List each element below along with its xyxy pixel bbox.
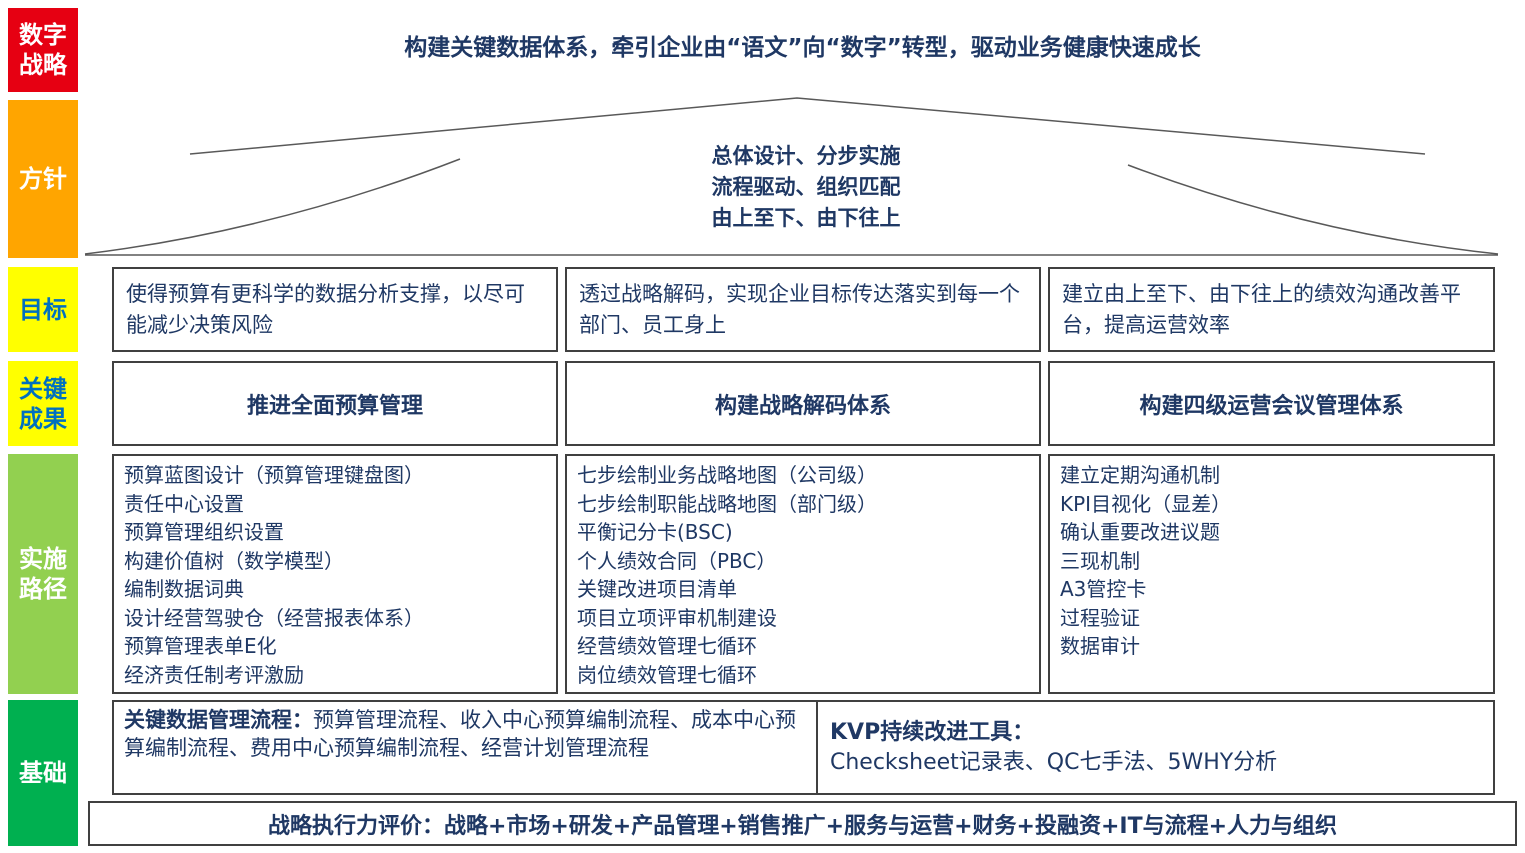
goal-box-performance: 建立由上至下、由下往上的绩效沟通改善平台，提高运营效率 <box>1048 267 1495 352</box>
row-label-goals: 目标 <box>8 267 78 352</box>
implementation-item: 确认重要改进议题 <box>1060 520 1220 544</box>
implementation-item: 经济责任制考评激励 <box>124 662 304 687</box>
implementation-item: 数据审计 <box>1060 634 1140 658</box>
implementation-item: 过程验证 <box>1060 605 1140 630</box>
implementation-item: 构建价值树（数学模型） <box>124 548 344 573</box>
key-result-box-budget: 推进全面预算管理 <box>112 361 558 446</box>
implementation-item: 预算管理表单E化 <box>124 634 277 658</box>
foundation-box-title: KVP持续改进工具： <box>830 719 1035 745</box>
implementation-item: 平衡记分卡(BSC) <box>577 520 733 544</box>
row-label-implementation: 实施路径 <box>8 454 78 694</box>
foundation-box-kvp-tools: KVP持续改进工具： Checksheet记录表、QC七手法、5WHY分析 <box>816 700 1495 795</box>
row-label-digital-strategy: 数字战略 <box>8 8 78 92</box>
implementation-item: 岗位绩效管理七循环 <box>577 662 757 687</box>
implementation-item: A3管控卡 <box>1060 577 1147 601</box>
foundation-box-body: Checksheet记录表、QC七手法、5WHY分析 <box>830 749 1278 775</box>
goal-text: 透过战略解码，实现企业目标传达落实到每一个部门、员工身上 <box>579 282 1020 337</box>
policy-statement: 总体设计、分步实施 流程驱动、组织匹配 由上至下、由下往上 <box>560 141 1052 234</box>
implementation-item: 预算蓝图设计（预算管理键盘图） <box>124 463 424 487</box>
strategy-execution-evaluation-bar: 战略执行力评价：战略+市场+研发+产品管理+销售推广+服务与运营+财务+投融资+… <box>88 801 1517 846</box>
implementation-item: 建立定期沟通机制 <box>1060 463 1220 487</box>
goal-text: 使得预算有更科学的数据分析支撑，以尽可能减少决策风险 <box>126 282 525 337</box>
implementation-item: KPI目视化（显差） <box>1060 491 1232 516</box>
implementation-column-budget: 预算蓝图设计（预算管理键盘图） 责任中心设置 预算管理组织设置 构建价值树（数学… <box>112 454 558 694</box>
implementation-item: 责任中心设置 <box>124 491 244 516</box>
page-title: 构建关键数据体系，牵引企业由“语文”向“数字”转型，驱动业务健康快速成长 <box>404 35 1201 61</box>
foundation-box-data-processes: 关键数据管理流程：预算管理流程、收入中心预算编制流程、成本中心预算编制流程、费用… <box>112 700 818 795</box>
policy-line: 流程驱动、组织匹配 <box>711 175 901 199</box>
implementation-column-operations: 建立定期沟通机制 KPI目视化（显差） 确认重要改进议题 三现机制 A3管控卡 … <box>1048 454 1495 694</box>
implementation-item: 三现机制 <box>1060 548 1140 573</box>
implementation-item: 七步绘制职能战略地图（部门级） <box>577 491 877 516</box>
implementation-item: 编制数据词典 <box>124 577 244 601</box>
goal-text: 建立由上至下、由下往上的绩效沟通改善平台，提高运营效率 <box>1062 282 1461 337</box>
row-label-key-results: 关键成果 <box>8 361 78 446</box>
policy-line: 由上至下、由下往上 <box>711 206 901 230</box>
implementation-item: 七步绘制业务战略地图（公司级） <box>577 463 877 487</box>
policy-arrow-shape <box>84 97 1499 256</box>
implementation-column-strategy-decoding: 七步绘制业务战略地图（公司级） 七步绘制职能战略地图（部门级） 平衡记分卡(BS… <box>565 454 1041 694</box>
implementation-item: 经营绩效管理七循环 <box>577 634 757 658</box>
foundation-box-title: 关键数据管理流程： <box>124 708 313 732</box>
goal-box-budget: 使得预算有更科学的数据分析支撑，以尽可能减少决策风险 <box>112 267 558 352</box>
implementation-item: 设计经营驾驶仓（经营报表体系） <box>124 605 424 630</box>
implementation-item: 预算管理组织设置 <box>124 520 284 544</box>
key-result-box-decoding: 构建战略解码体系 <box>565 361 1041 446</box>
implementation-item: 关键改进项目清单 <box>577 577 737 601</box>
foundation-box-body: 预算管理流程、收入中心预算编制流程、成本中心预算编制流程、费用中心预算编制流程、… <box>124 708 796 760</box>
key-result-box-meetings: 构建四级运营会议管理体系 <box>1048 361 1495 446</box>
implementation-item: 个人绩效合同（PBC） <box>577 548 777 573</box>
row-label-foundation: 基础 <box>8 700 78 846</box>
goal-box-strategy: 透过战略解码，实现企业目标传达落实到每一个部门、员工身上 <box>565 267 1041 352</box>
implementation-item: 项目立项评审机制建设 <box>577 605 777 630</box>
row-label-policy: 方针 <box>8 100 78 258</box>
policy-line: 总体设计、分步实施 <box>711 144 901 168</box>
